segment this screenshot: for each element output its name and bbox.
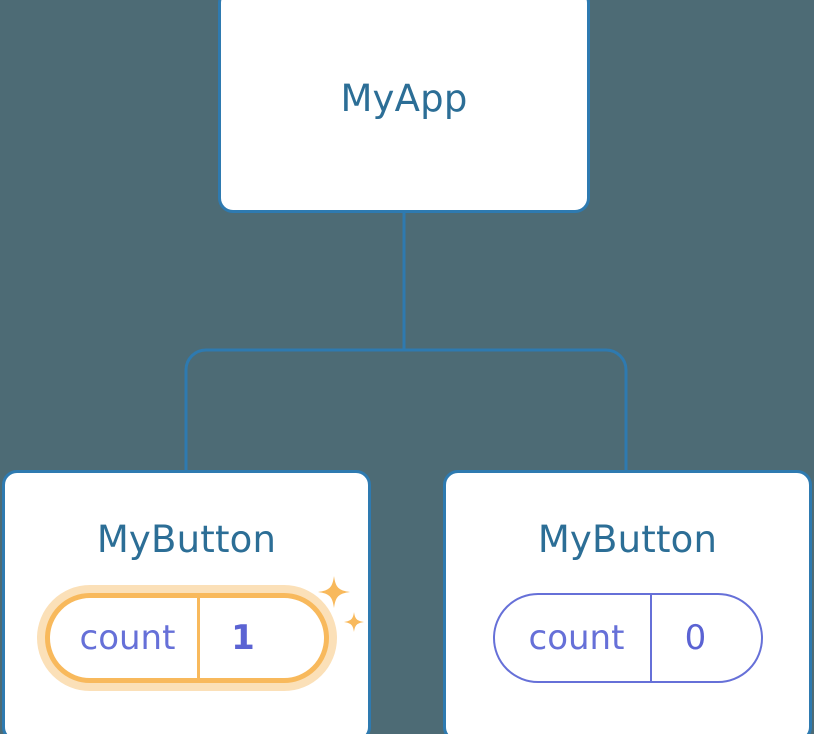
state-pill-right-label: count	[528, 618, 625, 658]
state-pill-left-label: count	[79, 618, 176, 658]
state-pill-right-value: 0	[650, 595, 738, 681]
state-pill-left-value: 1	[197, 598, 285, 678]
node-mybutton-left-title: MyButton	[96, 518, 277, 561]
state-pill-right[interactable]: count 0	[492, 593, 763, 683]
sparkle-large-icon	[317, 576, 350, 608]
node-myapp-title: MyApp	[340, 77, 468, 120]
sparkle-group	[312, 574, 368, 644]
node-mybutton-left[interactable]: MyButton count 1	[2, 470, 371, 734]
state-pill-wrap-left: count 1	[5, 576, 368, 683]
node-mybutton-right-title: MyButton	[537, 518, 718, 561]
state-pill-wrap-right: count 0	[446, 593, 809, 683]
node-myapp[interactable]: MyApp	[218, 0, 590, 213]
state-pill-left[interactable]: count 1	[44, 576, 364, 683]
edge-branch-right	[404, 348, 628, 472]
edge-branch-left	[184, 348, 404, 472]
node-mybutton-right[interactable]: MyButton count 0	[443, 470, 812, 734]
sparkle-small-icon	[343, 612, 364, 632]
